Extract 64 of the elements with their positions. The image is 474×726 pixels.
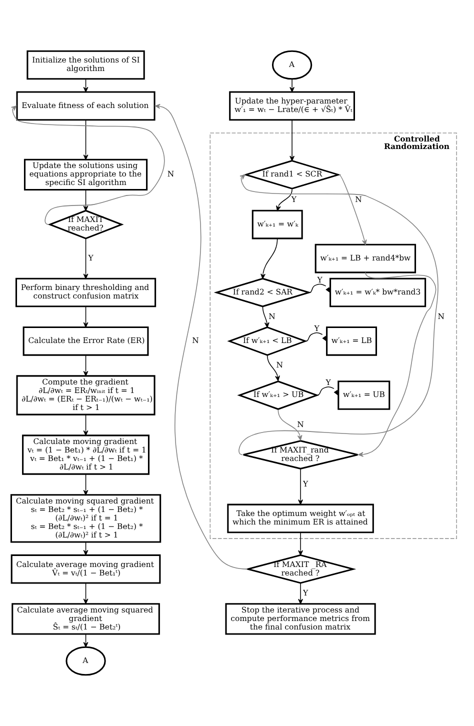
edge-label: Y — [291, 195, 297, 204]
node-ellipse: A — [272, 50, 312, 80]
edge-label: N — [297, 420, 304, 429]
node-diamond: If rand2 < SAR — [214, 278, 312, 308]
arrow — [278, 410, 302, 440]
node-box: Evaluate fitness of each solution — [16, 91, 156, 121]
node-box: Calculate the Error Rate (ER) — [22, 326, 149, 356]
edge-label: N — [355, 195, 362, 204]
edge-label: N — [438, 312, 445, 321]
arrow — [290, 78, 295, 92]
node-box: Stop the iterative process and compute performance metrics from the final confusion matrix — [225, 603, 376, 635]
node-box: Perform binary thresholding and construct confusion matrix — [15, 278, 156, 308]
arrow — [83, 354, 88, 376]
edge-label: Y — [303, 479, 308, 488]
node-box: Update the hyper-parameter w′₁ = wₜ − Lrate/(∈ + √Ŝₜ) * V̂ₜ — [229, 91, 355, 121]
node-box: Calculate average moving gradient V̂ₜ = vₜ/(1 − Bet₁ᵗ) — [10, 554, 161, 584]
arrow — [276, 188, 292, 211]
node-box: w′ₖ₊₁ = LB + rand4*bw — [314, 244, 416, 274]
arrow — [83, 474, 88, 496]
arrow — [83, 582, 88, 604]
arrow — [83, 306, 88, 328]
arrow — [260, 238, 278, 279]
node-box: Take the optimum weight w′ₒₚₜ at which the minimum ER is attained — [227, 504, 374, 534]
arrow — [154, 104, 248, 570]
arrow — [83, 414, 88, 436]
arrow — [298, 582, 304, 604]
arrow — [83, 238, 88, 279]
node-ellipse: A — [66, 646, 106, 676]
arrow — [358, 272, 436, 457]
arrow — [238, 174, 438, 456]
node-box: Compute the gradient ∂L/∂wₜ = ERₜ/wᵢₙᵢₜ if t = 1 ∂L/∂wₜ = (ERₜ − ERₜ₋₁)/(wₜ − wₜ₋₁) if t > 1 — [16, 375, 156, 416]
edge-label: Y — [314, 324, 320, 334]
node-box: Calculate moving squared gradient sₜ = Bet₂ * sₜ₋₁ + (1 − Bet₂) * (∂L/∂wₜ)² if t = 1 sₜ = Bet₂ * sₜ₋₁ + (1 − Bet₂) * (∂L/∂wₜ)² if t > 1 — [10, 494, 162, 543]
edge-label: Y — [317, 275, 322, 284]
node-diamond: If rand1 < SCR — [243, 160, 341, 190]
arrow — [83, 120, 88, 160]
node-box: Initialize the solutions of SI algorithm — [26, 50, 145, 80]
node-diamond: If w′ₖ₊₁ < LB — [227, 326, 308, 356]
edge-label: N — [268, 312, 276, 321]
arrow — [298, 532, 304, 556]
node-diamond: If w′ₖ₊₁ > UB — [237, 380, 320, 410]
arrow — [10, 106, 165, 225]
node-box: w′ₖ₊₁ = w′ₖ — [252, 210, 303, 240]
arrow — [83, 190, 88, 211]
arrow — [338, 174, 367, 245]
arrow — [316, 386, 340, 396]
arrow — [290, 120, 295, 162]
arrow — [298, 469, 304, 505]
node-box: Calculate moving gradient vₜ = (1 − Bet₁) * ∂L/∂wₜ if t = 1 vₜ = Bet₁ * vₜ₋₁ + (1 − Bet₁) * ∂L/∂wₜ if t > 1 — [22, 434, 150, 475]
edge-label: N — [192, 336, 199, 346]
node-box: Calculate average moving squared gradient Ŝₜ = sₜ/(1 − Bet₂ᵗ) — [12, 603, 160, 635]
node-box: w′ₖ₊₁ = UB — [338, 380, 390, 410]
arrow — [262, 306, 270, 328]
node-box: w′ₖ₊₁ = w′ₖ* bw*rand3 — [330, 278, 426, 308]
edge-label: Y — [303, 588, 308, 598]
arrow — [266, 354, 280, 381]
arrow — [308, 284, 331, 294]
arrow — [305, 332, 328, 342]
node-box: w′ₖ₊₁ = LB — [326, 326, 378, 356]
edge-label: Y — [88, 253, 94, 262]
edge-label: N — [276, 360, 284, 370]
edge-label: N — [167, 170, 174, 179]
edge-label: Y — [326, 378, 331, 388]
node-box: Update the solutions using equations appropriate to the specific SI algorithm — [24, 158, 148, 191]
